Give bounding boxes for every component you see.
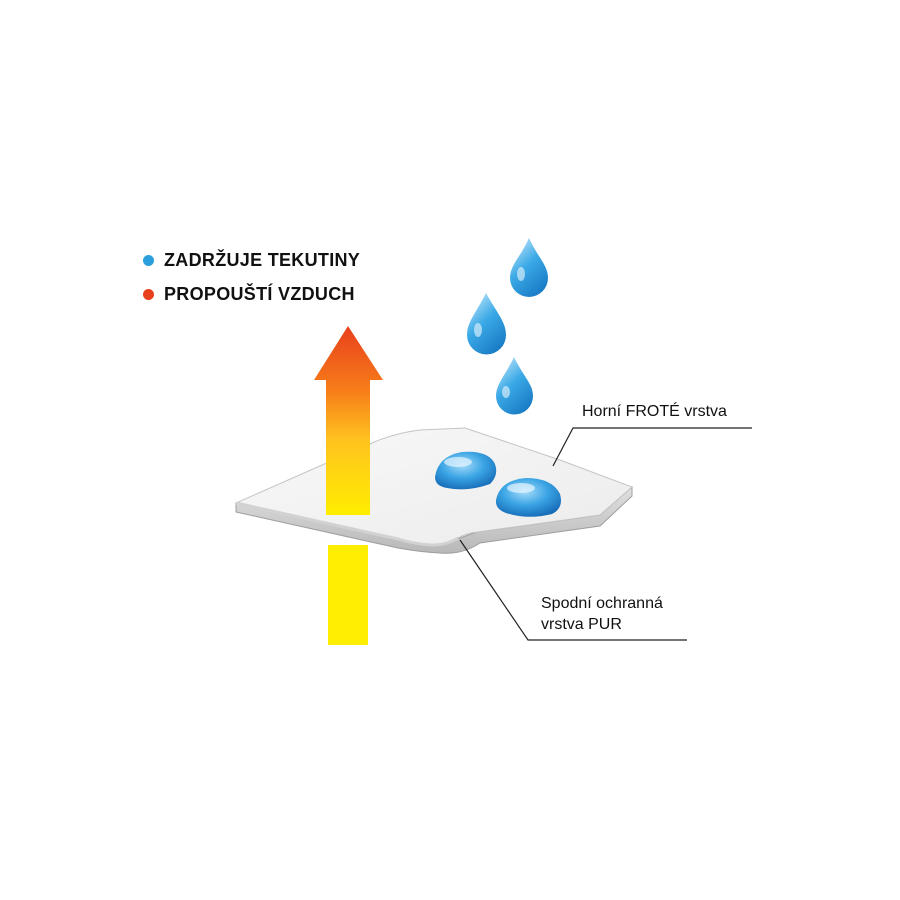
blue-dot-icon — [143, 255, 154, 266]
legend-item-air: PROPOUŠTÍ VZDUCH — [143, 284, 355, 305]
legend-label-liquids: ZADRŽUJE TEKUTINY — [164, 250, 361, 270]
air-arrow-lower-shaft — [328, 545, 368, 645]
callout-bottom-layer: Spodní ochranná vrstva PUR — [541, 593, 663, 635]
legend-item-liquids: ZADRŽUJE TEKUTINY — [143, 250, 360, 271]
water-drop-3 — [496, 357, 533, 415]
leader-line-bottom — [459, 539, 687, 641]
callout-bottom-line2: vrstva PUR — [541, 616, 622, 633]
leader-line-top — [552, 427, 752, 467]
callout-bottom-line1: Spodní ochranná — [541, 595, 663, 612]
water-drop-2 — [467, 293, 506, 355]
air-arrow — [314, 326, 383, 515]
red-dot-icon — [143, 289, 154, 300]
callout-top-layer: Horní FROTÉ vrstva — [582, 403, 727, 420]
water-drop-1 — [510, 238, 548, 297]
legend-label-air: PROPOUŠTÍ VZDUCH — [164, 284, 355, 304]
